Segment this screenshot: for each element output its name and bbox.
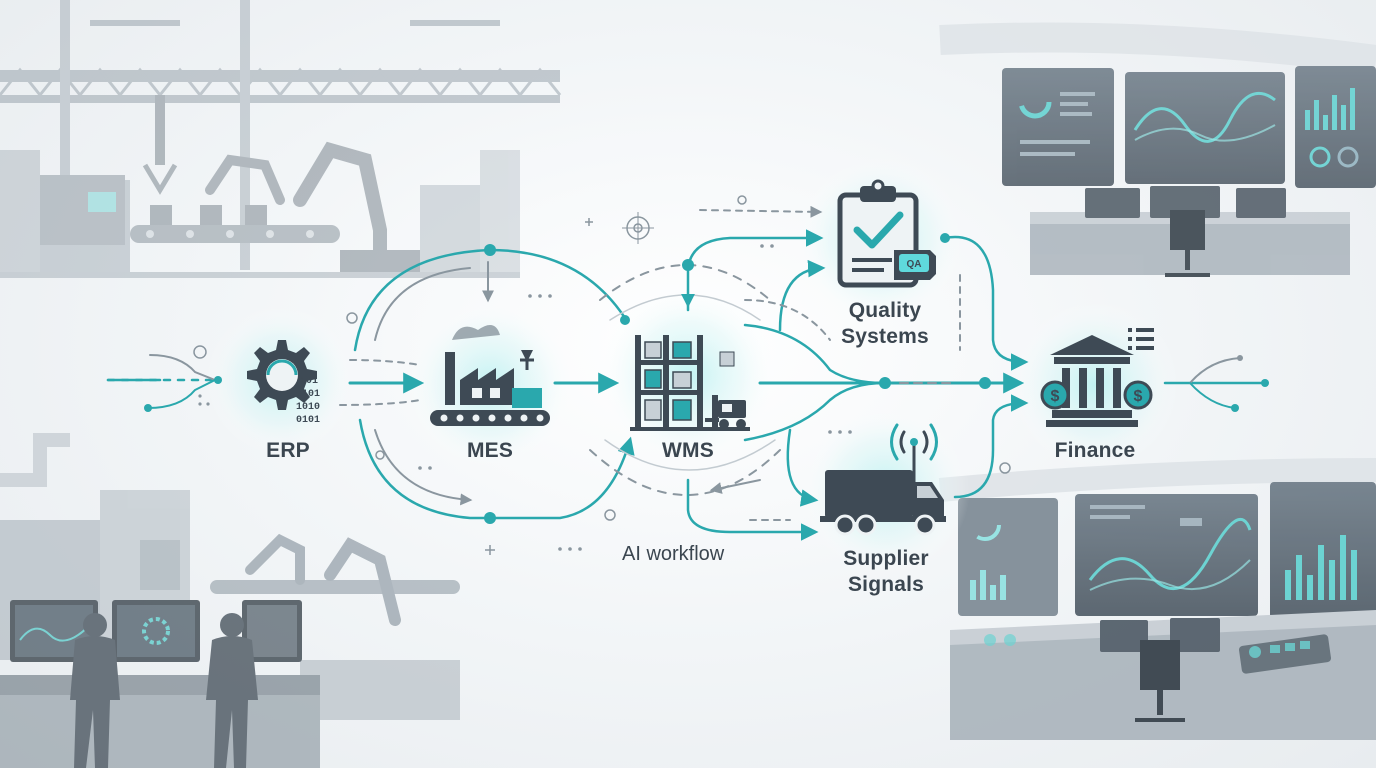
dollar-coin-icon: $ [1123,380,1153,410]
forklift-icon [705,395,746,429]
factory-icon [430,325,550,426]
ai-workflow-caption: AI workflow [622,543,725,565]
background-control-room-bottom [938,458,1376,740]
background-factory-top [0,0,562,278]
warehouse-icon [630,335,750,431]
binary-code-icon: 101 0101 1010 0101 [296,376,320,426]
node-label-supplier-line1: Supplier [843,547,929,570]
node-label-mes: MES [466,439,514,462]
signal-antenna-icon [890,423,938,484]
node-label-quality-line2: Systems [841,325,929,348]
node-label-erp: ERP [266,439,310,462]
node-label-supplier-line2: Signals [847,573,925,596]
list-lines-icon [1128,328,1154,350]
truck-icon [820,423,946,536]
binary-line-1: 101 [300,376,318,387]
node-label-finance: Finance [1054,439,1136,462]
clipboard-check-icon: QA [837,179,936,288]
background-factory-bottom [0,433,460,768]
target-icon [622,212,654,244]
node-label-supplier: Supplier Signals [806,546,966,598]
binary-line-2: 0101 [296,389,320,400]
bank-icon: $ $ [1040,328,1154,427]
node-label-wms: WMS [662,439,714,462]
gear-icon [247,340,317,410]
qa-tag-icon: QA [894,250,936,280]
dollar-coin-icon: $ [1040,380,1070,410]
svg-text:$: $ [1134,388,1143,405]
connector-lines [106,205,1269,541]
svg-text:$: $ [1051,388,1060,405]
background-control-room-top [939,22,1376,277]
decorative-marks [193,195,1011,555]
binary-line-3: 1010 [296,402,320,413]
node-label-quality: Quality Systems [805,298,965,350]
qa-badge: QA [907,259,922,270]
node-label-quality-line1: Quality [848,299,922,322]
binary-line-4: 0101 [296,415,320,426]
